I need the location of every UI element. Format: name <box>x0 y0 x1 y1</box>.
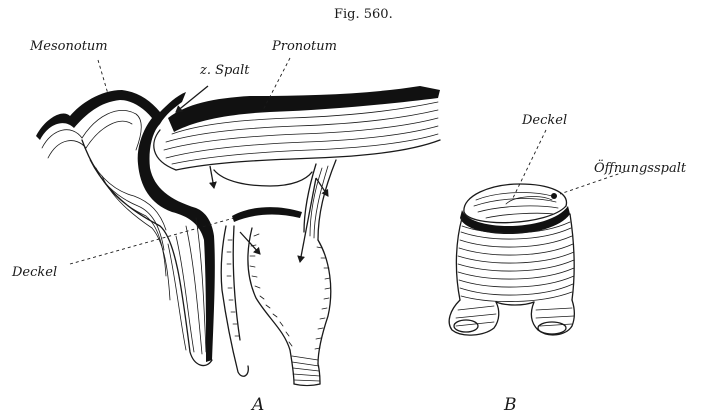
mesonotum-cuticle <box>36 90 215 362</box>
mesonotum-layers <box>42 110 212 365</box>
figure-title: Fig. 560. <box>334 7 393 22</box>
vesicle <box>221 226 331 376</box>
label-pronotum: Pronotum <box>271 39 337 54</box>
label-deckel-a: Deckel <box>11 265 57 280</box>
panel-b-label: B <box>503 395 517 414</box>
panel-a-label: A <box>250 395 264 414</box>
pronotum-fold <box>214 160 336 240</box>
panel-a-drawing <box>36 58 440 386</box>
opening-spot <box>551 193 557 199</box>
label-deckel-b: Deckel <box>521 113 567 128</box>
label-mesonotum: Mesonotum <box>29 39 108 54</box>
duct <box>290 350 320 386</box>
label-z-spalt: z. Spalt <box>199 63 250 78</box>
label-oeffnungsspalt: Öffnungsspalt <box>594 159 687 176</box>
mesonotum-leader <box>98 60 108 94</box>
deckel-b-leader <box>512 130 546 200</box>
deckel-lid <box>232 207 302 222</box>
